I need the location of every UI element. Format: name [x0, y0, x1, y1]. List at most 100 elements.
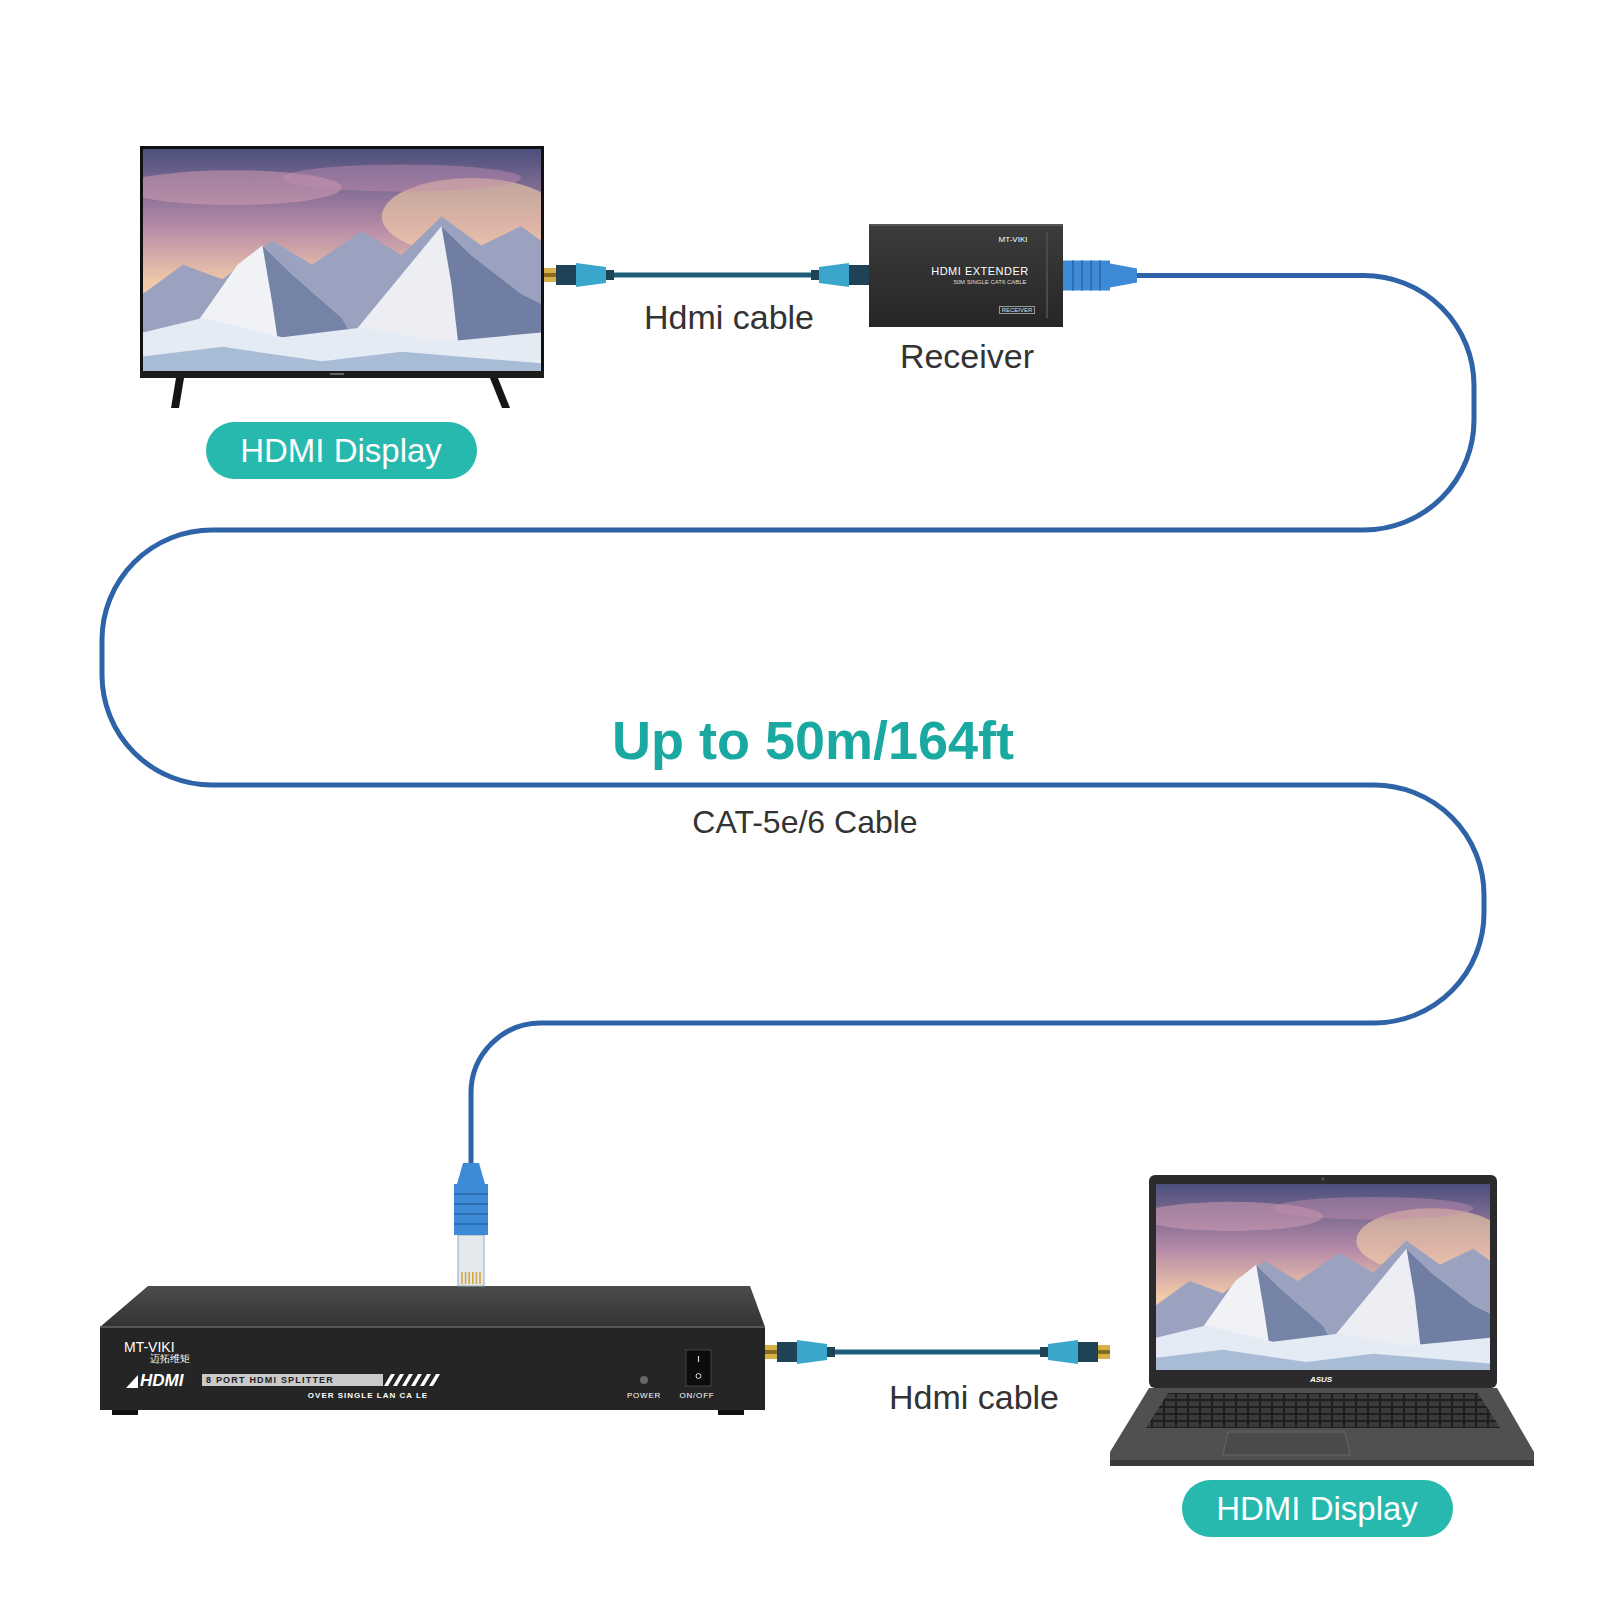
tv-illustration: [123, 146, 561, 408]
plug-boot: [797, 1340, 827, 1364]
rj45-plug: [1063, 261, 1110, 291]
rj45-pin: [472, 1272, 474, 1284]
laptop-illustration: [1110, 1175, 1534, 1466]
receiver-housing: [869, 224, 1063, 327]
receiver-housing-part: [869, 224, 1063, 226]
plug-tip: [544, 268, 556, 282]
product-text: HDMI EXTENDER: [931, 265, 1029, 278]
rj45-boot: [1110, 264, 1137, 288]
rj45-boot: [457, 1163, 485, 1184]
splitter-housing-part: [420, 1374, 431, 1386]
laptop-illustration-part: [1146, 1393, 1500, 1428]
hdmi-display-laptop: ASUS HDMI Display: [1110, 1175, 1534, 1536]
rj45-plug: [454, 1184, 488, 1235]
splitter-housing-part: [640, 1376, 648, 1384]
hdmi-cable: [765, 1340, 1110, 1364]
splitter-housing-part: [411, 1374, 422, 1386]
receiver-housing-part: [1046, 232, 1048, 318]
splitter-housing-part: [429, 1374, 440, 1386]
splitter-box: MT-VIKI迈拓维矩 HDMI 8 PORT HDMI SPLITTER OVER …: [100, 1286, 765, 1413]
laptop-illustration-part: [1110, 1460, 1534, 1466]
plug-strain: [1040, 1347, 1048, 1357]
receiver-box: MT-VIKI HDMI EXTENDER50M SINGLE CAT6 CABL…: [869, 224, 1063, 327]
tv-illustration-part: [140, 371, 544, 378]
display-badge: HDMI Display: [206, 422, 477, 479]
tag-text: RECEIVER: [999, 306, 1036, 315]
splitter-housing-part: [696, 1374, 701, 1379]
rj45-ridge: [1081, 261, 1083, 291]
plug-tip: [765, 1345, 777, 1359]
plug-strain: [827, 1347, 835, 1357]
splitter-housing-part: [126, 1375, 138, 1388]
plug-boot: [576, 263, 606, 287]
splitter-housing-part: [112, 1410, 138, 1415]
tv-illustration-part: [490, 378, 510, 408]
cable-label: Hdmi cable: [640, 298, 818, 337]
plug-boot: [1048, 1340, 1078, 1364]
plug-tip: [1098, 1350, 1110, 1354]
splitter-housing-part: [402, 1374, 413, 1386]
display-badge: HDMI Display: [1182, 1480, 1453, 1537]
rj45-ridge: [454, 1223, 488, 1225]
splitter-housing-part: [393, 1374, 404, 1386]
tv-illustration-part: [171, 378, 184, 408]
rj45-ridge: [454, 1213, 488, 1215]
splitter-housing: [100, 1286, 765, 1415]
rj45-pin: [476, 1272, 478, 1284]
splitter-housing-part: [686, 1350, 711, 1386]
plug-body: [849, 265, 869, 285]
spec-text: 50M SINGLE CAT6 CABLE: [953, 279, 1026, 286]
plug-tip: [765, 1350, 777, 1354]
receiver-housing-part: [869, 224, 1063, 327]
brand-text: MT-VIKI: [124, 1339, 175, 1355]
rj45-pin: [465, 1272, 467, 1284]
splitter-housing-part: [718, 1410, 744, 1415]
plug-strain: [606, 270, 614, 280]
laptop-illustration-part: [1322, 1178, 1325, 1181]
logo-text: ASUS: [1310, 1375, 1332, 1384]
splitter-housing-part: [384, 1374, 395, 1386]
brand-text: MT-VIKI: [999, 235, 1028, 244]
splitter-housing-part: [698, 1356, 699, 1362]
plug-tip: [1098, 1345, 1110, 1359]
laptop-illustration-part: [1139, 1184, 1506, 1370]
tv-illustration-part: [330, 373, 344, 375]
hdmi-cable: [544, 263, 869, 287]
plug-boot: [819, 263, 849, 287]
laptop-illustration-part: [1223, 1432, 1350, 1455]
hdmi-display-tv: HDMI Display: [140, 146, 544, 478]
part-name: Receiver: [900, 337, 1034, 376]
brand-text: 迈拓维矩: [150, 1353, 190, 1365]
plug-tip: [544, 273, 556, 277]
splitter-housing-part: [202, 1374, 383, 1386]
plug-body: [777, 1342, 797, 1362]
cable-label: CAT-5e/6 Cable: [688, 804, 921, 841]
cat-cable: [102, 261, 1484, 1287]
rj45-ridge: [1099, 261, 1101, 291]
panel-text: ON/OFF: [679, 1391, 714, 1400]
plug-body: [1078, 1342, 1098, 1362]
laptop-illustration-part: [1110, 1388, 1534, 1466]
splitter-housing-part: [100, 1327, 765, 1410]
rj45-ridge: [454, 1203, 488, 1205]
rj45-ridge: [454, 1193, 488, 1195]
product-text: OVER SINGLE LAN CA LE: [308, 1391, 428, 1400]
product-text: 8 PORT HDMI SPLITTER: [206, 1375, 334, 1385]
rj45-pin: [468, 1272, 470, 1284]
rj45-pin: [479, 1272, 481, 1284]
logo-text: HDMI: [140, 1371, 183, 1391]
cable-label: Hdmi cable: [885, 1378, 1063, 1417]
splitter-housing-part: [100, 1286, 765, 1327]
rj45-ridge: [1072, 261, 1074, 291]
plug-body: [556, 265, 576, 285]
splitter-housing-part: [100, 1326, 765, 1328]
rj45-ridge: [1090, 261, 1092, 291]
tv-illustration-part: [123, 149, 561, 371]
plug-strain: [811, 270, 819, 280]
cable-line: [102, 276, 1484, 1287]
rj45-clear: [458, 1235, 484, 1286]
panel-text: POWER: [627, 1391, 661, 1400]
